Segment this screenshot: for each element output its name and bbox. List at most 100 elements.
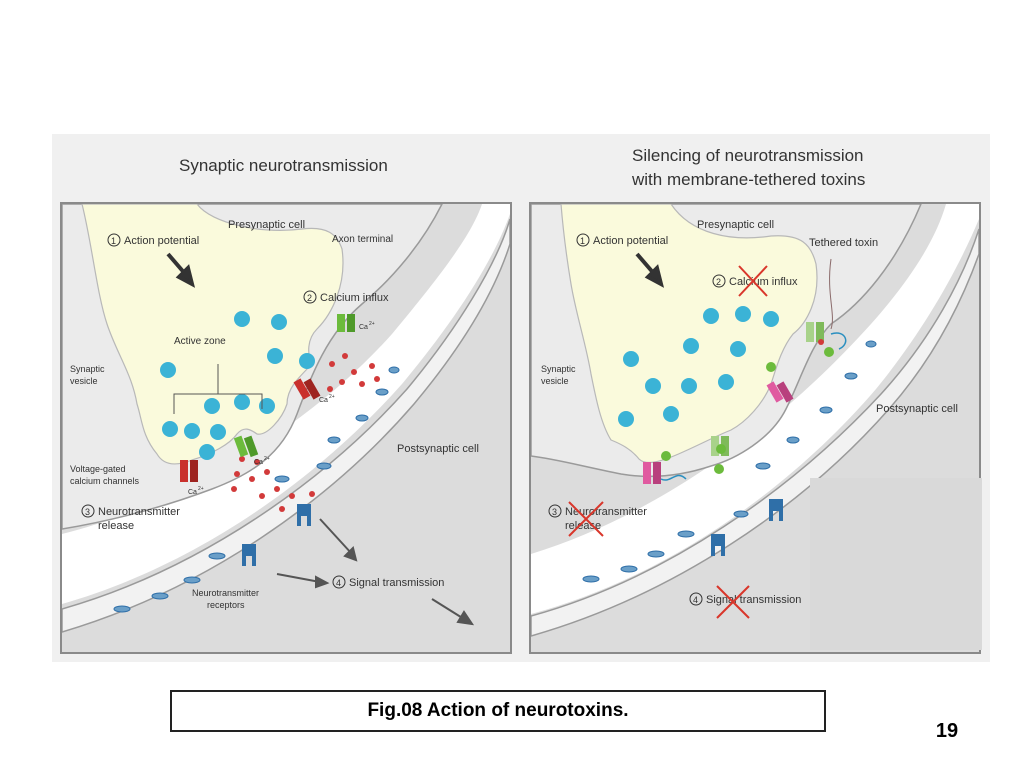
vesicle-icon (645, 378, 661, 394)
vesicle-icon (681, 378, 697, 394)
vesicle-icon (735, 306, 751, 322)
step-4-badge (332, 575, 346, 589)
step-2-badge (712, 274, 726, 288)
vesicle-icon (683, 338, 699, 354)
step2-label: Calcium influx (320, 292, 389, 304)
vesicle-icon (204, 398, 220, 414)
ca-sup-label: 2+ (198, 486, 204, 492)
cross-icon (716, 585, 750, 619)
step3-label-2: release (98, 520, 134, 532)
vesicle-icon-group (618, 306, 779, 427)
receptors-label-2: receptors (207, 600, 245, 610)
presynaptic-cell-label: Presynaptic cell (228, 219, 305, 231)
vesicle-icon (299, 353, 315, 369)
vesicle-icon (271, 314, 287, 330)
step-1-badge (107, 233, 121, 247)
channel-icon (766, 362, 794, 403)
presynaptic-cell-label: Presynaptic cell (697, 219, 774, 231)
channel-icon (233, 435, 259, 458)
channel-icon (643, 451, 671, 484)
right-panel-title: Silencing of neurotransmission with memb… (632, 144, 932, 192)
synaptic-vesicle-label-1: Synaptic (541, 364, 576, 374)
arrow-icon (166, 252, 196, 288)
ca-sup-label: 2+ (369, 321, 375, 327)
vesicle-icon (618, 411, 634, 427)
vesicle-icon (267, 348, 283, 364)
step-1-badge (576, 233, 590, 247)
ca-sup-label: 2+ (264, 456, 270, 462)
step2-label: Calcium influx (729, 276, 798, 288)
vesicle-icon (199, 444, 215, 460)
ca-label: Ca (254, 459, 263, 466)
right-title-line1: Silencing of neurotransmission (632, 146, 864, 165)
vgcc-label-1: Voltage-gated (70, 464, 126, 474)
step3-label-2: release (565, 520, 601, 532)
step4-label: Signal transmission (349, 577, 444, 589)
gray-overlay-box (810, 478, 982, 650)
presynaptic-cytoplasm (81, 204, 344, 465)
vesicle-icon (730, 341, 746, 357)
arrow-icon (276, 518, 475, 626)
active-zone-label: Active zone (174, 336, 226, 347)
vesicle-icon (234, 394, 250, 410)
postsynaptic-cell-label: Postsynaptic cell (876, 403, 958, 415)
ca-sup-label: 2+ (329, 394, 335, 400)
channel-icon (711, 436, 729, 474)
active-zone-bracket (173, 364, 263, 414)
synaptic-vesicle-label-1: Synaptic (70, 364, 105, 374)
vesicle-icon (210, 424, 226, 440)
step-2-number: 2 (716, 277, 721, 287)
step-4-number: 4 (693, 595, 698, 605)
receptors-label-1: Neurotransmitter (192, 588, 259, 598)
membrane-protein-group (582, 340, 877, 583)
receptor-icon-group (711, 499, 783, 556)
right-title-line2: with membrane-tethered toxins (632, 170, 866, 189)
vesicle-icon (663, 406, 679, 422)
vgcc-label-2: calcium channels (70, 476, 140, 486)
step-2-badge (303, 290, 317, 304)
synaptic-vesicle-label-2: vesicle (541, 376, 569, 386)
step-4-badge (689, 592, 703, 606)
caption-text: Fig.08 Action of neurotoxins. (367, 700, 629, 721)
step1-label: Action potential (124, 235, 199, 247)
postsynaptic-cell-label: Postsynaptic cell (397, 443, 479, 455)
vesicle-icon (259, 398, 275, 414)
vesicle-icon-group (160, 311, 315, 460)
receptor-icon (297, 504, 311, 526)
left-panel-title: Synaptic neurotransmission (179, 156, 388, 175)
left-panel: Presynaptic cell Axon terminal 1 Action … (60, 202, 512, 654)
step1-label: Action potential (593, 235, 668, 247)
vesicle-icon (623, 351, 639, 367)
vesicle-icon (184, 423, 200, 439)
vesicle-icon (718, 374, 734, 390)
tether-line (830, 332, 847, 350)
vesicle-icon (703, 308, 719, 324)
vesicle-icon (162, 421, 178, 437)
channel-icon (337, 314, 355, 332)
arrow-icon (635, 252, 665, 288)
left-panel-diagram: Presynaptic cell Axon terminal 1 Action … (62, 204, 510, 652)
tether-line (829, 258, 833, 330)
receptor-icon (711, 534, 725, 556)
step3-label-1: Neurotransmitter (98, 506, 180, 518)
ca-label: Ca (188, 489, 197, 496)
tether-line (660, 474, 687, 481)
step-1-number: 1 (580, 236, 585, 246)
ca-label: Ca (319, 397, 328, 404)
step-3-number: 3 (552, 507, 557, 517)
figure-caption: Fig.08 Action of neurotoxins. (170, 690, 826, 732)
channel-icon (293, 378, 321, 400)
step4-label: Signal transmission (706, 594, 801, 606)
receptor-icon (242, 544, 256, 566)
step-3-badge (81, 504, 95, 518)
step-3-badge (548, 504, 562, 518)
ca-label: Ca (359, 324, 368, 331)
page-number: 19 (935, 720, 959, 742)
receptor-icon (769, 499, 783, 521)
vesicle-icon (234, 311, 250, 327)
membrane-protein-group (113, 366, 400, 613)
step-2-number: 2 (307, 293, 312, 303)
synaptic-cleft (62, 204, 510, 604)
axon-terminal-label: Axon terminal (332, 234, 393, 245)
tethered-toxin-label: Tethered toxin (809, 237, 878, 249)
